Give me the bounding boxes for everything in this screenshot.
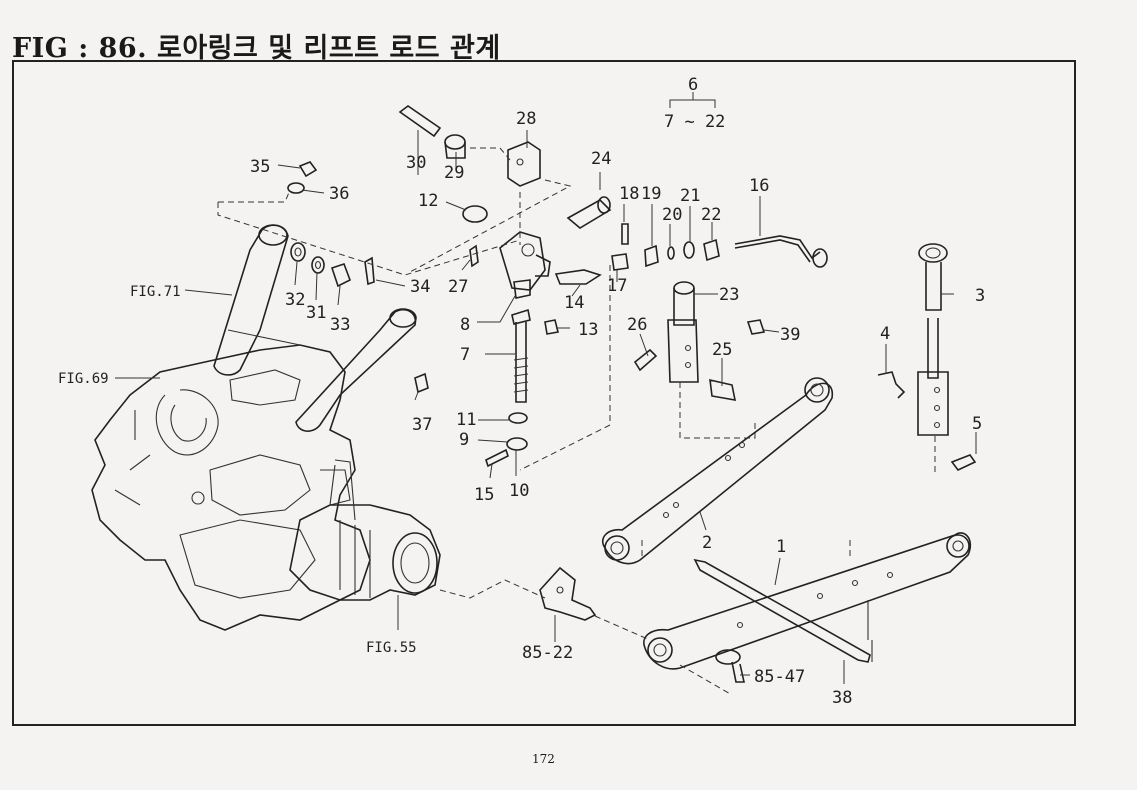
- callout-17: 17: [607, 276, 627, 296]
- figure-title: FIG : 86. 로아링크 및 리프트 로드 관계: [12, 33, 501, 64]
- bracket-85-22: [539, 566, 597, 621]
- callout-11: 11: [456, 410, 476, 430]
- lift-arm: [213, 224, 417, 432]
- lower-link-1: [643, 532, 972, 670]
- callout-18: 18: [619, 184, 639, 204]
- callout-3: 3: [975, 286, 985, 306]
- lower-link-2: [601, 377, 833, 565]
- leader-lines: [115, 92, 977, 696]
- diagram-frame: [12, 60, 1076, 726]
- callout-14: 14: [564, 293, 584, 313]
- pin-85-47: [715, 649, 745, 683]
- callout-9: 9: [459, 430, 469, 450]
- callout-85-47: 85-47: [754, 667, 805, 687]
- callout-32: 32: [285, 290, 305, 310]
- callout-21: 21: [680, 186, 700, 206]
- callout-5: 5: [972, 414, 982, 434]
- callout-27: 27: [448, 277, 468, 297]
- callout-7: 7: [460, 345, 470, 365]
- group-range: 7 ~ 22: [664, 112, 725, 132]
- callout-85-22: 85-22: [522, 643, 573, 663]
- callout-4: 4: [880, 324, 890, 344]
- fasteners-31-36: [287, 161, 429, 394]
- callout-30: 30: [406, 153, 426, 173]
- callout-33: 33: [330, 315, 350, 335]
- callout-39: 39: [780, 325, 800, 345]
- callout-13: 13: [578, 320, 598, 340]
- callout-28: 28: [516, 109, 536, 129]
- group-number: 6: [688, 75, 698, 95]
- ref-fig-69: FIG.69: [58, 371, 109, 387]
- callout-1: 1: [776, 537, 786, 557]
- lift-rod-23: [633, 281, 766, 401]
- callout-36: 36: [329, 184, 349, 204]
- callout-35: 35: [250, 157, 270, 177]
- callout-22: 22: [701, 205, 721, 225]
- ref-fig-71: FIG.71: [130, 284, 181, 300]
- callout-labels: 6 7 ~ 22 1 2 3 4 5 7 8 9 10 11 12 13 14 …: [58, 75, 985, 708]
- callout-15: 15: [474, 485, 494, 505]
- callout-2: 2: [702, 533, 712, 553]
- callout-23: 23: [719, 285, 739, 305]
- callout-25: 25: [712, 340, 732, 360]
- stabilizer-38: [693, 558, 873, 663]
- callout-37: 37: [412, 415, 432, 435]
- callout-8: 8: [460, 315, 470, 335]
- callout-10: 10: [509, 481, 529, 501]
- callout-20: 20: [662, 205, 682, 225]
- lift-rod-3: [877, 243, 977, 472]
- callout-16: 16: [749, 176, 769, 196]
- callout-26: 26: [627, 315, 647, 335]
- callout-38: 38: [832, 688, 852, 708]
- callout-24: 24: [591, 149, 611, 169]
- ref-fig-55: FIG.55: [366, 640, 417, 656]
- page-number: 172: [532, 752, 555, 766]
- callout-34: 34: [410, 277, 430, 297]
- callout-29: 29: [444, 163, 464, 183]
- callout-12: 12: [418, 191, 438, 211]
- callout-31: 31: [306, 303, 326, 323]
- callout-19: 19: [641, 184, 661, 204]
- transmission-housing: [91, 344, 441, 631]
